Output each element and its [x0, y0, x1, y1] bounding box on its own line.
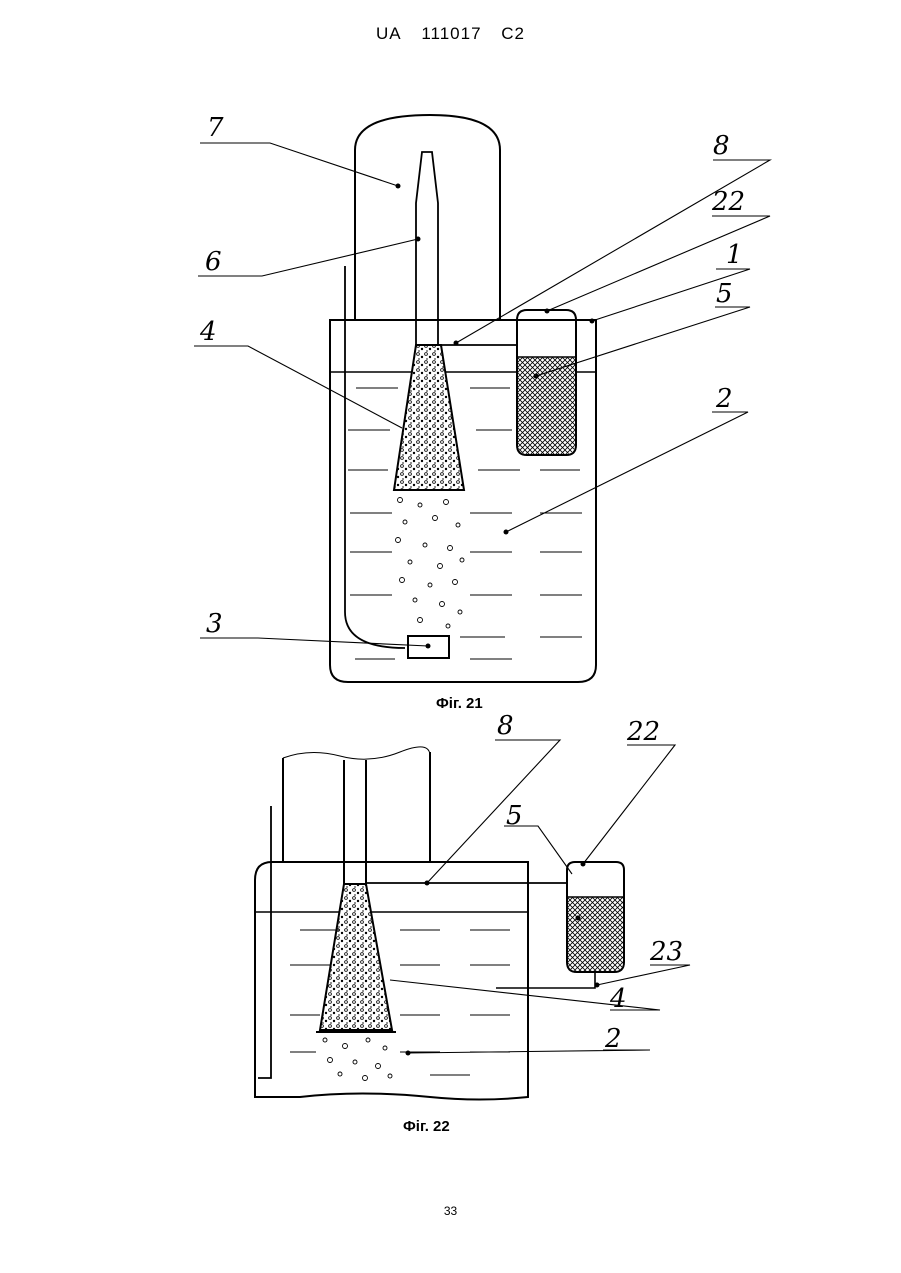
label-23-fig22: 23 — [649, 937, 683, 967]
label-8-fig22: 8 — [497, 711, 514, 741]
label-1: 1 — [726, 240, 743, 270]
cone-filter — [394, 345, 464, 490]
page-number: 33 — [0, 1204, 901, 1218]
label-7: 7 — [207, 113, 224, 143]
dome-housing — [355, 115, 500, 320]
label-4-fig22: 4 — [609, 984, 627, 1014]
label-2: 2 — [715, 384, 733, 414]
figure-22-labels: 8 22 5 23 4 2 Фіг. 22 — [403, 711, 683, 1135]
leaders-22 — [390, 740, 690, 1053]
label-5: 5 — [716, 279, 733, 309]
label-5-fig22: 5 — [506, 801, 523, 831]
vessel-22 — [255, 862, 528, 1100]
gas-pipe — [345, 266, 405, 648]
label-4: 4 — [199, 317, 217, 347]
bubbles-22 — [323, 1038, 392, 1081]
caption-fig-21: Фіг. 21 — [436, 695, 483, 712]
label-22: 22 — [711, 187, 745, 217]
label-8: 8 — [713, 131, 730, 161]
cone-filter-22 — [320, 884, 392, 1030]
liquid-lines-22 — [290, 930, 510, 1075]
label-2-fig22: 2 — [604, 1024, 622, 1054]
figure-21 — [194, 115, 770, 682]
figure-22 — [255, 740, 690, 1100]
tube — [416, 152, 438, 345]
figure-21-labels: 7 6 4 3 8 22 1 5 2 Фіг. 21 — [199, 113, 745, 712]
label-22-fig22: 22 — [626, 717, 660, 747]
bubbles-21 — [396, 498, 465, 629]
caption-fig-22: Фіг. 22 — [403, 1118, 450, 1135]
leaders-21 — [194, 143, 770, 646]
label-3: 3 — [206, 609, 223, 639]
label-6: 6 — [205, 247, 222, 277]
